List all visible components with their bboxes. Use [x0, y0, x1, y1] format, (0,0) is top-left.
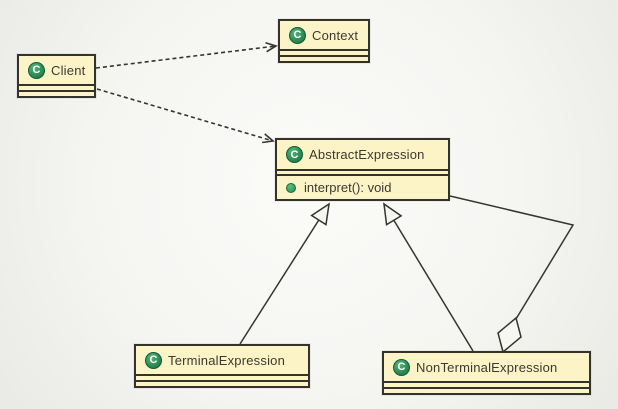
- class-box-client[interactable]: C Client: [17, 54, 96, 98]
- class-box-context[interactable]: C Context: [278, 19, 370, 63]
- empty-attributes-compartment: [384, 381, 589, 387]
- empty-methods-compartment: [280, 55, 368, 61]
- class-icon: C: [28, 61, 45, 79]
- empty-attributes-compartment: [19, 84, 94, 90]
- class-title: C Context: [280, 21, 368, 49]
- class-name: NonTerminalExpression: [416, 359, 558, 375]
- public-method-icon: [286, 182, 296, 193]
- class-name: AbstractExpression: [309, 147, 425, 162]
- generalization-nonterminalexpression-abstractexpression: [383, 202, 474, 352]
- empty-attributes-compartment: [280, 49, 368, 55]
- aggregation-abstractexpression-nonterminalexpression: [449, 195, 575, 354]
- class-title: C NonTerminalExpression: [384, 353, 589, 381]
- class-box-abstractexpression[interactable]: C AbstractExpression interpret(): void: [275, 138, 450, 201]
- class-icon: C: [286, 146, 303, 163]
- method-signature: interpret(): void: [304, 180, 392, 195]
- class-title: C Client: [19, 56, 94, 84]
- generalization-line: [383, 202, 474, 352]
- empty-methods-compartment: [384, 387, 589, 393]
- generalization-terminalexpression-abstractexpression: [239, 202, 330, 345]
- class-title: C AbstractExpression: [277, 140, 448, 169]
- class-icon: C: [289, 26, 306, 44]
- dependency-client-context: [95, 41, 278, 69]
- class-icon: C: [145, 351, 162, 369]
- hollow-diamond-icon: [497, 316, 522, 354]
- generalization-line: [239, 202, 330, 345]
- dependency-client-abstractexpression: [96, 88, 275, 144]
- dashed-dependency-line: [95, 41, 278, 69]
- empty-attributes-compartment: [136, 374, 308, 380]
- class-name: Context: [312, 27, 359, 43]
- empty-attributes-compartment: [277, 169, 448, 174]
- class-icon: C: [393, 358, 410, 376]
- dashed-dependency-line: [96, 88, 275, 144]
- aggregation-line: [449, 195, 575, 320]
- class-name: TerminalExpression: [168, 352, 286, 368]
- empty-methods-compartment: [136, 380, 308, 386]
- class-name: Client: [51, 62, 86, 78]
- method-row-interpret: interpret(): void: [277, 174, 448, 199]
- class-box-nonterminalexpression[interactable]: C NonTerminalExpression: [382, 351, 591, 395]
- empty-methods-compartment: [19, 90, 94, 96]
- class-title: C TerminalExpression: [136, 346, 308, 374]
- class-box-terminalexpression[interactable]: C TerminalExpression: [134, 344, 310, 388]
